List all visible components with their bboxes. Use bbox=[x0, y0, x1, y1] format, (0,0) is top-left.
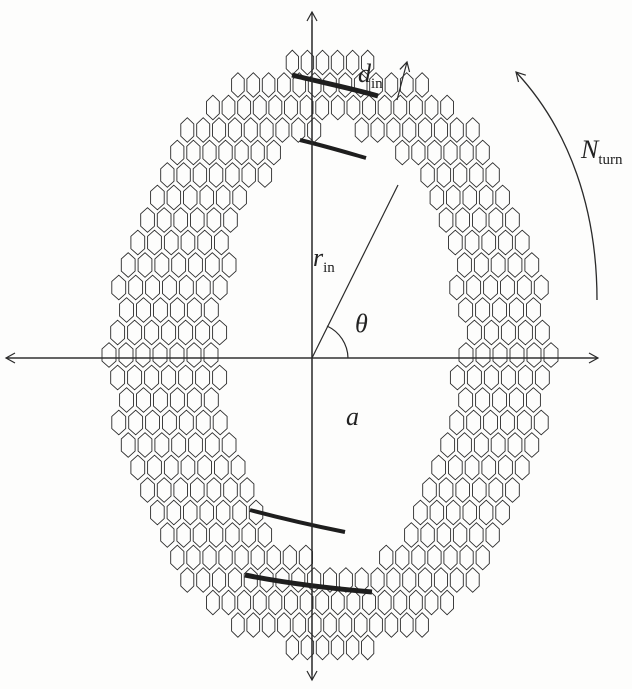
n-turn-arrow bbox=[515, 71, 598, 301]
label-n-turn: Nturn bbox=[580, 135, 623, 168]
label-r-in: rin bbox=[313, 243, 335, 276]
coil-seams bbox=[244, 72, 379, 595]
d-in-arrow bbox=[396, 60, 411, 101]
seam-bottom-inner bbox=[249, 508, 346, 534]
hexagonal-lattice bbox=[101, 49, 559, 661]
radius-construction bbox=[311, 184, 399, 359]
seam-bottom-outer bbox=[244, 572, 373, 595]
seam-top-inner bbox=[299, 138, 367, 160]
axes bbox=[4, 10, 600, 682]
theta-arc bbox=[326, 325, 349, 359]
radius-line bbox=[311, 184, 399, 359]
hexagon-cells bbox=[101, 49, 559, 661]
seam-top-outer bbox=[291, 72, 379, 99]
label-theta: θ bbox=[355, 309, 368, 338]
label-d-in: din bbox=[358, 59, 383, 92]
label-a: a bbox=[346, 402, 359, 431]
